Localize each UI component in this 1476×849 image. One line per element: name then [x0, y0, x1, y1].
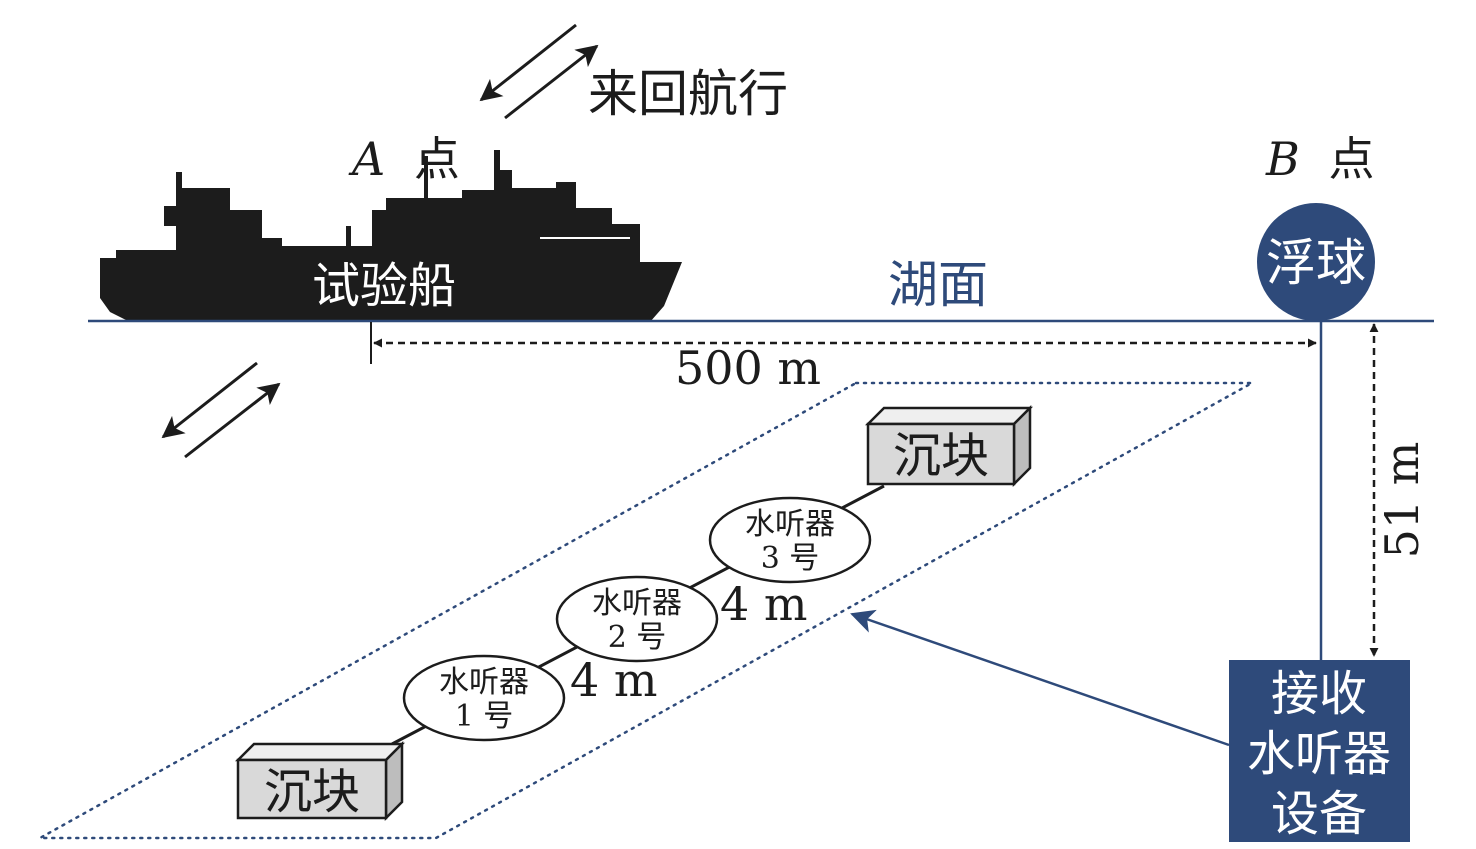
hydrophone-1-number: 1 号	[455, 699, 514, 734]
distance-ab-label: 500 m	[675, 341, 821, 395]
test-zone-outline	[35, 381, 1257, 840]
receiver-box	[1229, 660, 1410, 842]
hydrophone-2: 水听器 2 号	[555, 575, 719, 663]
back-forth-label: 来回航行	[588, 65, 788, 123]
receiver-line3: 设备	[1271, 786, 1367, 842]
buoy-label: 浮球	[1266, 234, 1366, 292]
hydrophone-3-name: 水听器	[745, 507, 835, 542]
ship-mast	[346, 226, 351, 248]
sinker-block-top	[864, 404, 1034, 488]
spacing-lower-label: 4 m	[570, 653, 658, 707]
receiver-link-arrow	[850, 609, 1230, 747]
travel-arrows-top	[479, 23, 599, 120]
ship-mast	[424, 156, 428, 200]
point-b-letter: B	[1265, 132, 1300, 186]
depth-label: 51 m	[1375, 442, 1429, 559]
ship-silhouette	[100, 150, 682, 322]
hydrophone-2-number: 2 号	[608, 620, 667, 655]
hydrophone-1-name: 水听器	[439, 665, 529, 700]
sinker-block-bottom	[234, 740, 406, 822]
lake-surface-label: 湖面	[888, 256, 988, 314]
ship-label: 试验船	[312, 258, 456, 314]
receiver-line2: 水听器	[1247, 726, 1391, 782]
buoy	[1257, 203, 1375, 321]
hydrophone-3-number: 3 号	[761, 541, 820, 576]
hydrophone-3: 水听器 3 号	[708, 496, 872, 584]
point-a-label: A 点	[348, 132, 460, 186]
point-b-char: 点	[1328, 132, 1374, 186]
point-a-char: 点	[414, 132, 460, 186]
hydrophone-1: 水听器 1 号	[402, 654, 566, 742]
point-a-letter: A	[348, 132, 385, 186]
travel-arrows-bottom	[161, 361, 281, 459]
spacing-upper-label: 4 m	[720, 577, 808, 631]
hydrophone-2-name: 水听器	[592, 586, 682, 621]
point-b-label: B 点	[1265, 132, 1374, 186]
sinker-bottom-label: 沉块	[264, 764, 360, 820]
sinker-top-label: 沉块	[893, 428, 989, 484]
receiver-line1: 接收	[1271, 666, 1367, 722]
